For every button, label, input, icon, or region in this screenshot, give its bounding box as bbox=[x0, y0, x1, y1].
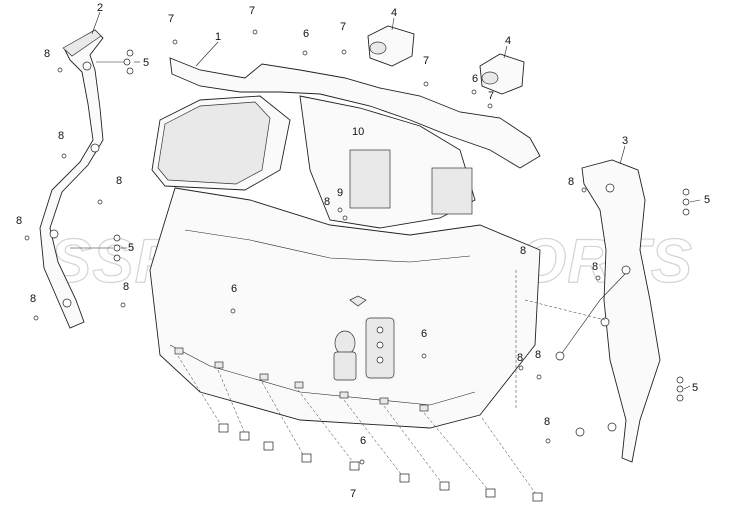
lower-clips bbox=[218, 423, 543, 502]
callout-3: 3 bbox=[622, 135, 628, 147]
callout-7-f: 7 bbox=[350, 488, 356, 500]
callout-8-l: 8 bbox=[535, 349, 541, 361]
callout-4-right: 4 bbox=[505, 35, 511, 47]
callout-8-c: 8 bbox=[116, 175, 122, 187]
block-4-right bbox=[479, 53, 525, 95]
left-screws-5-lower bbox=[70, 234, 121, 262]
leader-lines bbox=[91, 11, 701, 390]
callout-7-d: 7 bbox=[423, 55, 429, 67]
callout-6-e: 6 bbox=[360, 435, 366, 447]
callout-6-b: 6 bbox=[472, 73, 478, 85]
callout-8-a: 8 bbox=[44, 48, 50, 60]
callout-8-b: 8 bbox=[58, 130, 64, 142]
callout-9: 9 bbox=[337, 187, 343, 199]
main-body-panel bbox=[149, 57, 541, 429]
left-side-panel bbox=[39, 29, 104, 329]
callout-8-d: 8 bbox=[16, 215, 22, 227]
callout-5-right-lower: 5 bbox=[692, 382, 698, 394]
callout-5-right-upper: 5 bbox=[704, 194, 710, 206]
callout-6-d: 6 bbox=[421, 328, 427, 340]
callout-5-left-lower: 5 bbox=[128, 242, 134, 254]
fasteners bbox=[24, 29, 601, 465]
callout-5-left-upper: 5 bbox=[143, 57, 149, 69]
callout-6-a: 6 bbox=[303, 28, 309, 40]
block-4-left bbox=[367, 25, 415, 67]
callout-2: 2 bbox=[97, 2, 103, 14]
callout-8-i: 8 bbox=[568, 176, 574, 188]
callout-8-f: 8 bbox=[123, 281, 129, 293]
callout-7-c: 7 bbox=[340, 21, 346, 33]
callout-8-m: 8 bbox=[544, 416, 550, 428]
callout-labels: 2 1 3 4 4 5 5 5 5 6 6 6 6 6 7 7 7 7 7 7 … bbox=[16, 2, 710, 500]
callout-10: 10 bbox=[352, 126, 364, 138]
callout-1: 1 bbox=[215, 31, 221, 43]
callout-7-b: 7 bbox=[249, 5, 255, 17]
callout-4-left: 4 bbox=[391, 7, 397, 19]
callout-8-g: 8 bbox=[324, 196, 330, 208]
callout-8-h: 8 bbox=[520, 245, 526, 257]
callout-6-c: 6 bbox=[231, 283, 237, 295]
right-side-panel bbox=[555, 159, 661, 463]
right-screws-5-lower bbox=[676, 376, 684, 402]
callout-8-j: 8 bbox=[592, 261, 598, 273]
callout-7-a: 7 bbox=[168, 13, 174, 25]
callout-8-k: 8 bbox=[517, 352, 523, 364]
left-screws-5-upper bbox=[96, 49, 134, 75]
callout-8-e: 8 bbox=[30, 293, 36, 305]
callout-7-e: 7 bbox=[488, 90, 494, 102]
assembly-lines bbox=[177, 270, 606, 498]
right-screws-5-upper bbox=[682, 188, 690, 216]
